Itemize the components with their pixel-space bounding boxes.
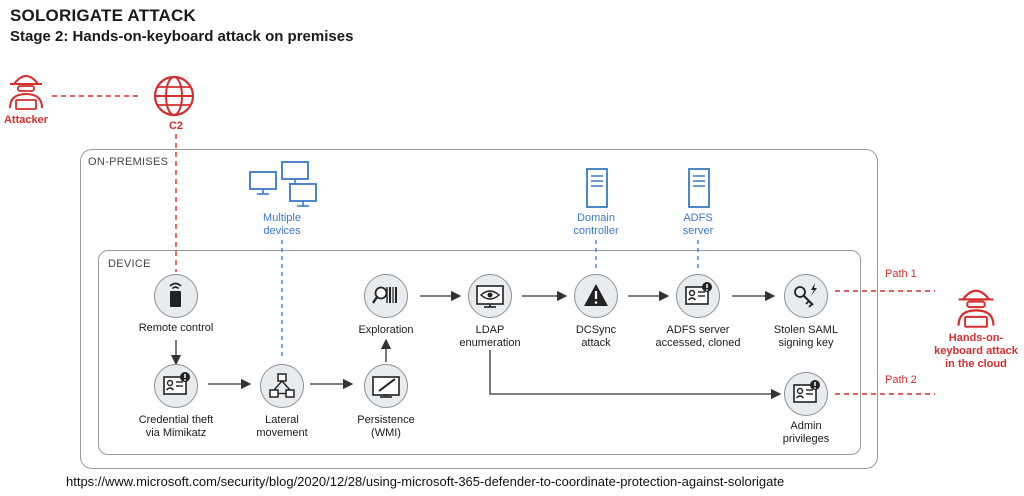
persistence-node xyxy=(364,364,408,408)
c2-label: C2 xyxy=(168,120,184,132)
id-card-alert-icon xyxy=(685,282,712,305)
persistence-label: Persistence(WMI) xyxy=(357,414,415,439)
source-url: https://www.microsoft.com/security/blog/… xyxy=(66,474,785,489)
credential-theft-node xyxy=(154,364,198,408)
cloud-attacker-hacker-icon xyxy=(957,289,995,328)
path2-label: Path 2 xyxy=(885,374,917,386)
key-lightning-icon xyxy=(794,283,817,308)
attacker-hacker-icon xyxy=(9,75,43,110)
adfs-accessed-node xyxy=(676,274,720,318)
exploration-node xyxy=(364,274,408,318)
remote-control-node xyxy=(154,274,198,318)
c2-globe-icon xyxy=(153,75,195,117)
remote-control-label: Remote control xyxy=(138,322,214,334)
dcsync-node xyxy=(574,274,618,318)
network-nodes-icon xyxy=(269,373,295,398)
magnifier-barcode-icon xyxy=(372,286,397,304)
id-card-alert-icon xyxy=(793,380,820,403)
warning-triangle-icon xyxy=(584,284,608,306)
arrow-ldap-admin xyxy=(489,350,782,400)
onprem-region xyxy=(80,149,878,469)
path1-label: Path 1 xyxy=(885,268,917,280)
monitor-eye-icon xyxy=(476,285,504,308)
diagram-subtitle: Stage 2: Hands-on-keyboard attack on pre… xyxy=(10,28,354,45)
id-card-alert-icon xyxy=(163,372,190,395)
onprem-label: ON-PREMISES xyxy=(88,156,169,168)
exploration-label: Exploration xyxy=(358,324,414,336)
monitor-pen-icon xyxy=(372,376,400,398)
multiple-devices-icon xyxy=(249,161,317,207)
stolen-saml-node xyxy=(784,274,828,318)
attacker-label: Attacker xyxy=(3,114,49,126)
device-label: DEVICE xyxy=(108,258,151,270)
admin-privileges-node xyxy=(784,372,828,416)
device-region xyxy=(98,250,861,455)
adfs-server-icon xyxy=(688,168,710,208)
remote-device-icon xyxy=(169,282,182,307)
lateral-movement-node xyxy=(260,364,304,408)
ldap-enumeration-node xyxy=(468,274,512,318)
diagram-title: SOLORIGATE ATTACK xyxy=(10,6,196,25)
domain-controller-server-icon xyxy=(586,168,608,208)
